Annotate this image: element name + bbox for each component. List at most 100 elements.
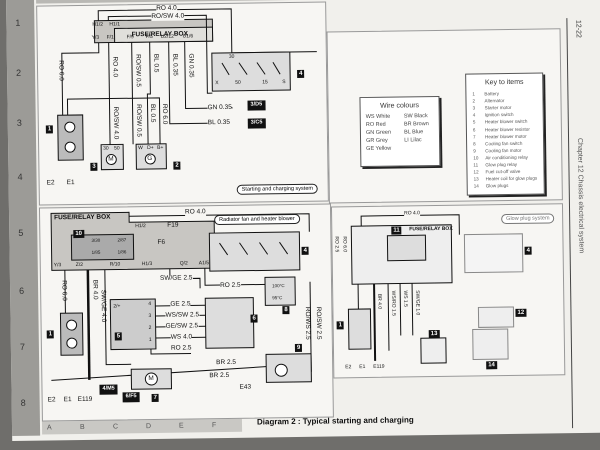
terminal-label: W [138, 145, 143, 152]
wire-label: WS/SW 2.5 [165, 311, 200, 320]
item-number: 5 [114, 332, 123, 341]
wire-label: BR 2.5 [216, 358, 237, 367]
wire-label: RO/SW 2.5 [314, 306, 323, 340]
terminal-label: A1/5 [198, 260, 210, 267]
item-number: 14 [486, 361, 497, 370]
wire-label: GN 0.35 [187, 53, 195, 78]
wire-label: RO/SW 0.5 [135, 104, 143, 138]
wire-label: RO 2.5 [170, 344, 192, 353]
terminal-label: H1/2 [135, 223, 146, 230]
wire-label: RO 4.0 [111, 56, 119, 78]
motor-symbol: M [148, 374, 154, 383]
terminal-label: H1/3 [141, 260, 153, 268]
item-number: 4 [301, 246, 309, 255]
key-item-label: Glow plug relay [485, 161, 518, 168]
terminal-label: H1/2 [92, 21, 104, 28]
key-item-label: Battery [484, 91, 500, 97]
thermo-label: 95°C [272, 295, 283, 301]
section-title: Glow plug system [501, 213, 555, 225]
wire-label: BR 4.0 [91, 279, 99, 300]
manual-page: 1 2 3 4 5 6 7 8 C D E F A B C D E F [6, 0, 600, 441]
relay-terminal: 1/85 [91, 249, 101, 255]
key-item-label: Cooling fan switch [485, 140, 523, 147]
key-item-label: Glow plugs [485, 183, 509, 189]
key-item-label: Cooling fan motor [485, 147, 522, 154]
item-number: 9 [294, 343, 303, 352]
wire-colour-entry: GE Yellow [366, 145, 392, 152]
wire-label: GN 0.35 [207, 103, 232, 112]
terminal-label: Z/2 [75, 261, 84, 269]
wire-label: BR 4.0 [376, 293, 383, 310]
item-number: 13 [428, 329, 440, 339]
wire-label: WS 1.5 [402, 290, 409, 307]
wire-label: BL 0.5 [152, 53, 160, 73]
wire-label: RO 6.0 [161, 103, 169, 125]
wire-label: RO 4.0 [404, 210, 420, 217]
wire-label: RO 2.5 [220, 281, 241, 290]
wire-label: RO 6.0 [57, 60, 65, 81]
key-item-label: Heater coil for glow plugs [485, 175, 538, 182]
earth-label: E2 [46, 179, 55, 187]
continuation-arrow: 6/F5 [122, 392, 140, 402]
key-item-label: Heater blower resistor [484, 126, 530, 132]
item-number: 8 [282, 306, 290, 315]
wire-label: BL 0.35 [171, 53, 179, 76]
earth-label: E2 [345, 364, 352, 371]
terminal-label: Y/3 [53, 262, 62, 269]
motor-symbol: M [108, 155, 114, 163]
switch-terminal: 1 [148, 337, 152, 344]
wire-label: RO 4.0 [156, 4, 177, 13]
wire-label: GE 2.5 [170, 300, 191, 309]
earth-label: E1 [66, 179, 75, 187]
terminal-label: F/1 [106, 34, 114, 41]
wire-label: SW/GE 2.5 [159, 274, 193, 283]
earth-label: E119 [373, 363, 385, 370]
wire-label: WS 4.0 [170, 333, 193, 342]
relay-terminal: 1/86 [117, 249, 127, 255]
continuation-arrow: 3/D5 [247, 100, 266, 111]
wire-label: RO/SW 0.5 [134, 54, 142, 88]
key-item-label: Starter motor [484, 105, 512, 111]
terminal-label: 30 [228, 53, 235, 60]
earth-label: E1 [63, 396, 72, 404]
terminal-label: Y/3 [91, 34, 100, 41]
earth-label: E1 [359, 364, 366, 371]
terminal-label: H1/1 [109, 21, 121, 28]
wire-label: RO 6.0 [60, 280, 68, 301]
item-number: 4 [297, 69, 305, 78]
earth-label: E43 [239, 383, 252, 391]
wire-colour-entry [404, 145, 434, 153]
generator-symbol: G [147, 154, 153, 163]
page-number: 12-22 [574, 19, 582, 38]
item-number: 1 [45, 125, 54, 134]
switch-terminal: 3 [148, 313, 152, 320]
continuation-arrow: 3/C5 [247, 118, 266, 129]
fuse-label: F19 [167, 221, 179, 229]
wire-label: GE/SW 2.5 [165, 322, 199, 331]
continuation-arrow: 4/M5 [99, 384, 118, 395]
key-item-label: Alternator [484, 98, 505, 104]
key-item-label: Fuel cut-off valve [485, 169, 521, 175]
fuse-box-label: FUSE/RELAY BOX [54, 213, 111, 222]
wire-label: WS/RO 1.5 [390, 290, 397, 316]
wire-label: RO/SW 4.0 [151, 12, 185, 21]
wire-label: SW/GE 4.0 [99, 289, 108, 323]
wire-label: RO 4.0 [184, 208, 206, 217]
item-number: 4 [524, 246, 533, 255]
terminal-label: F/5 [145, 33, 153, 41]
key-item-label: Ignition switch [484, 112, 514, 118]
terminal-label: 15 [262, 79, 268, 86]
terminal-label: 30 [103, 145, 109, 152]
key-item: 14 Glow plugs [474, 182, 538, 190]
key-item-label: Heater blower motor [484, 133, 527, 139]
item-number: 2 [173, 161, 181, 170]
wire-label: RO 6.0 [341, 236, 348, 253]
key-item-number: 14 [473, 183, 479, 189]
terminal-label: R/10 [109, 261, 121, 268]
terminal-label: F/9 [126, 34, 134, 41]
item-number: 11 [391, 226, 402, 235]
